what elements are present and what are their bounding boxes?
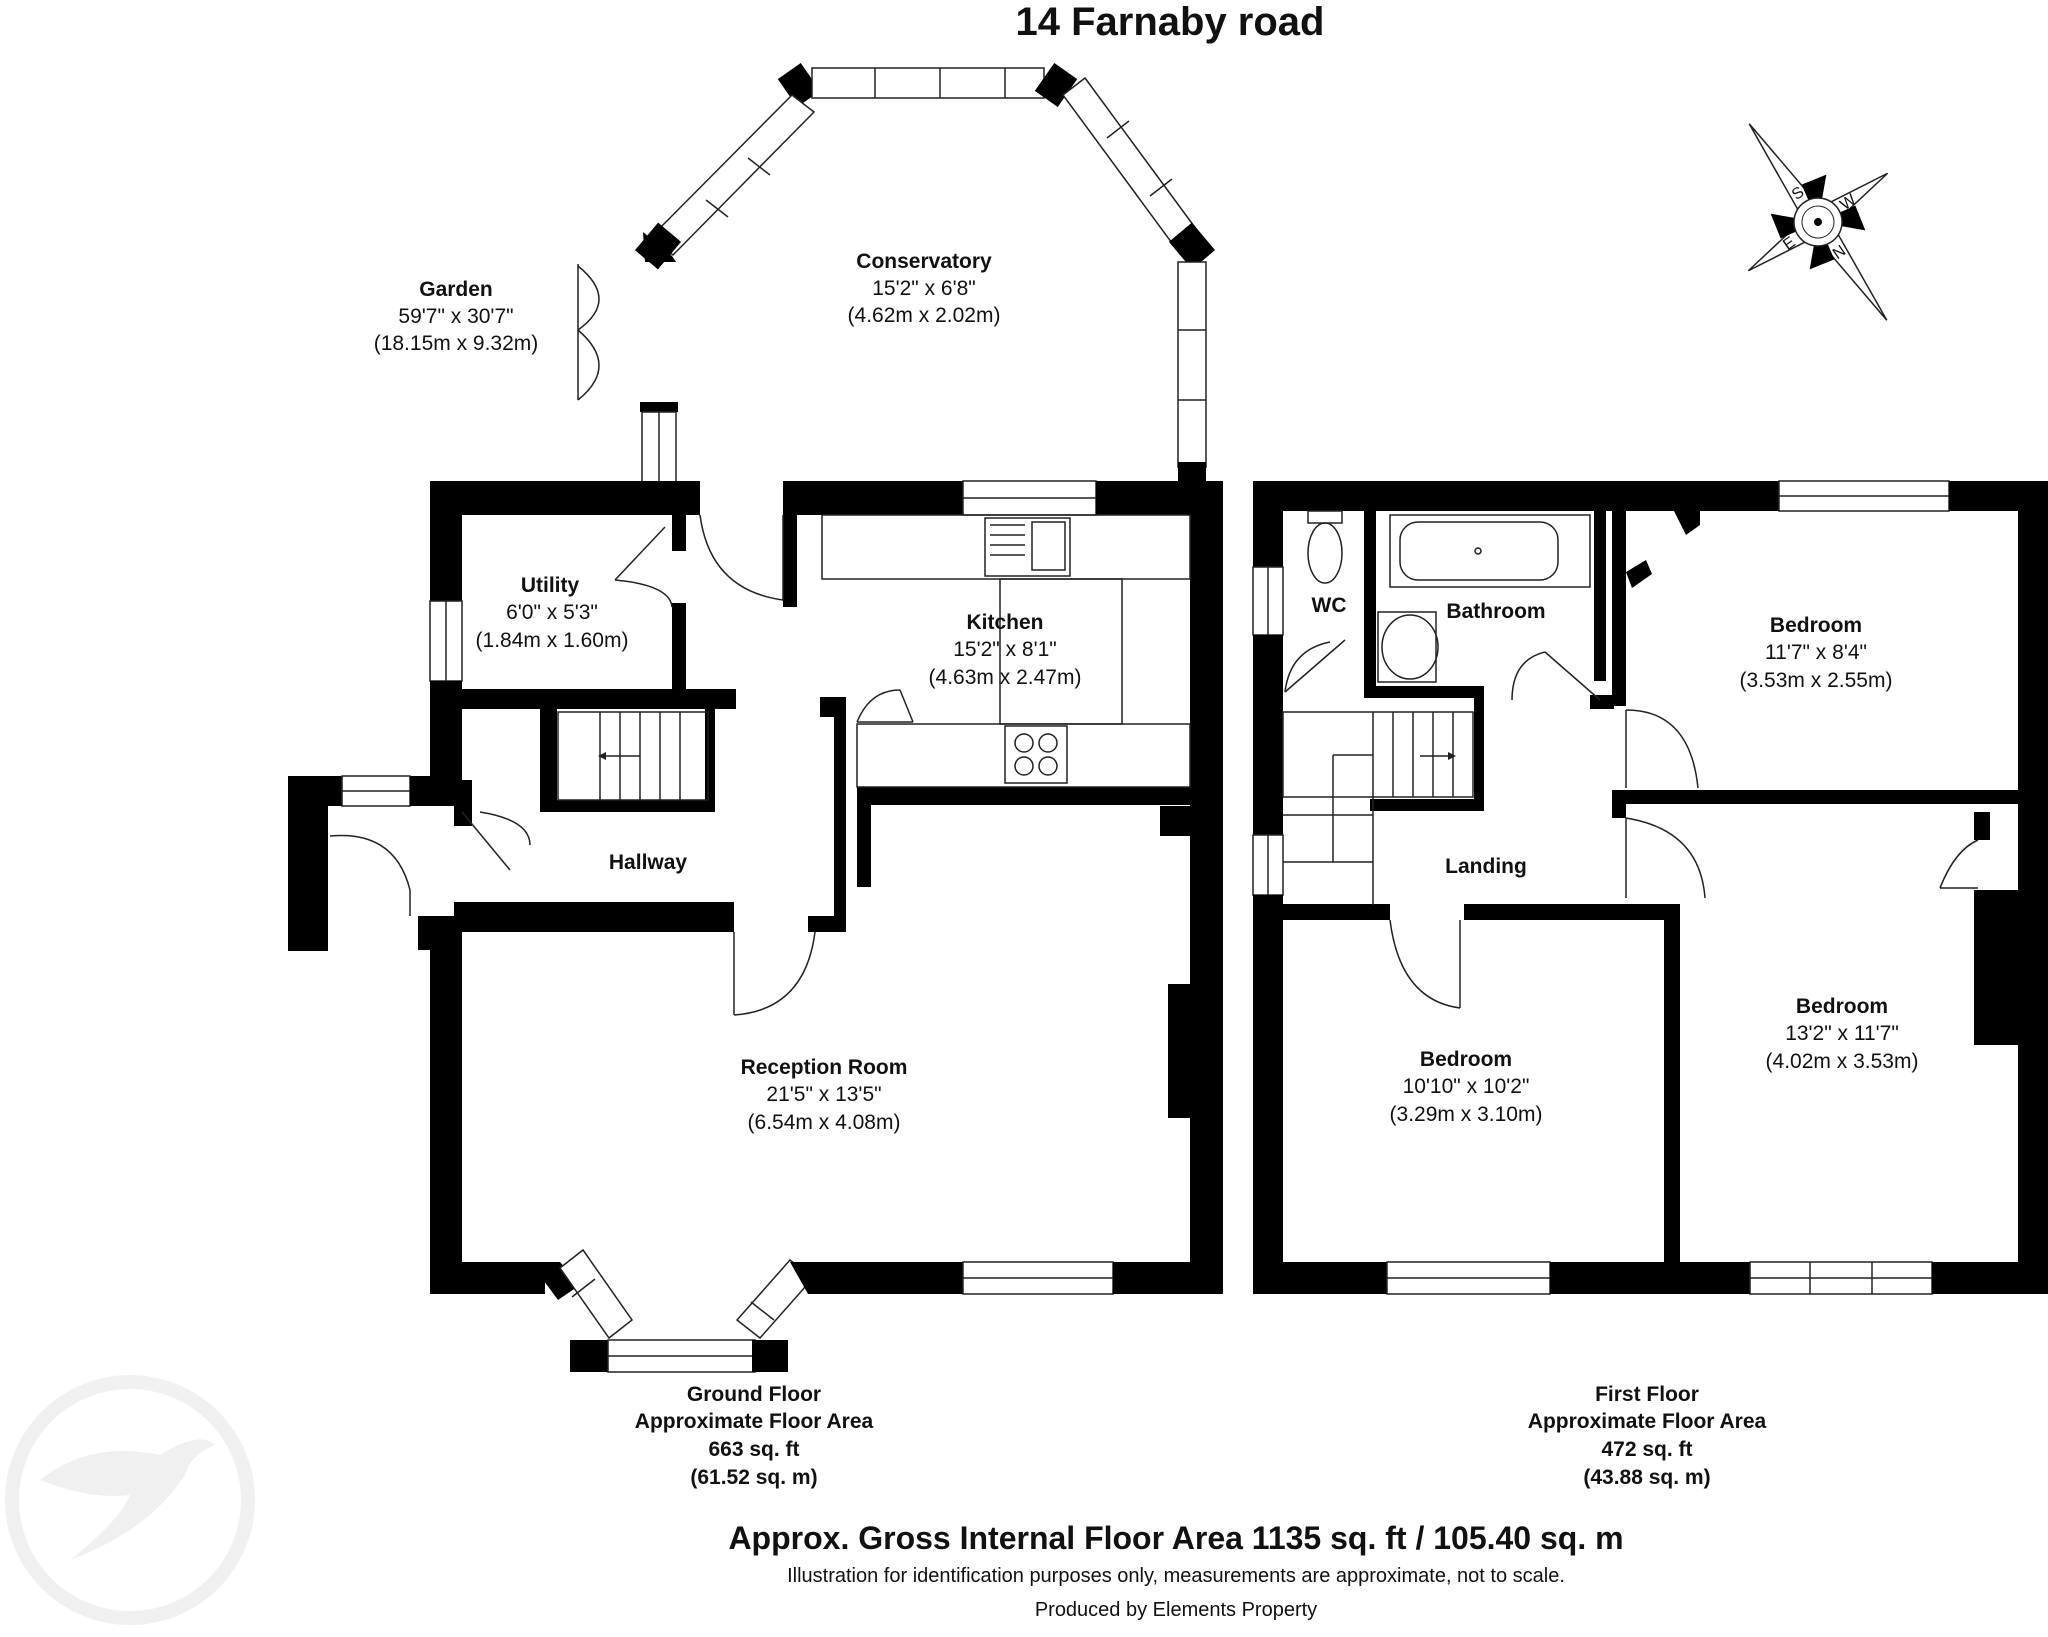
room-bedroom-3: Bedroom 10'10" x 10'2" (3.29m x 3.10m) xyxy=(1390,1048,1543,1126)
area-line: (61.52 sq. m) xyxy=(690,1466,817,1489)
room-kitchen: Kitchen 15'2" x 8'1" (4.63m x 2.47m) xyxy=(929,611,1082,689)
room-dim-imperial: 15'2" x 8'1" xyxy=(953,638,1057,661)
area-line: Approximate Floor Area xyxy=(1528,1410,1767,1433)
area-line: (43.88 sq. m) xyxy=(1583,1466,1710,1489)
room-bathroom: Bathroom xyxy=(1446,600,1545,623)
room-dim-imperial: 13'2" x 11'7" xyxy=(1785,1022,1899,1045)
room-dim-imperial: 15'2" x 6'8" xyxy=(872,277,976,300)
room-name: Utility xyxy=(521,574,580,597)
room-name: Bathroom xyxy=(1446,600,1545,623)
area-line: First Floor xyxy=(1595,1383,1699,1406)
room-name: Landing xyxy=(1445,855,1527,878)
room-garden: Garden 59'7" x 30'7" (18.15m x 9.32m) xyxy=(374,278,539,355)
room-dim-metric: (4.63m x 2.47m) xyxy=(929,666,1082,689)
room-dim-metric: (4.02m x 3.53m) xyxy=(1766,1050,1919,1073)
producer-credit: Produced by Elements Property xyxy=(1035,1599,1317,1621)
room-dim-metric: (18.15m x 9.32m) xyxy=(374,332,539,355)
room-name: Conservatory xyxy=(856,250,992,273)
area-line: 663 sq. ft xyxy=(708,1438,799,1461)
room-dim-imperial: 21'5" x 13'5" xyxy=(766,1083,881,1106)
room-dim-imperial: 11'7" x 8'4" xyxy=(1765,641,1867,664)
room-dim-metric: (6.54m x 4.08m) xyxy=(748,1111,901,1134)
plan-title: 14 Farnaby road xyxy=(1015,0,1324,44)
disclaimer: Illustration for identification purposes… xyxy=(787,1565,1565,1587)
room-bedroom-2: Bedroom 13'2" x 11'7" (4.02m x 3.53m) xyxy=(1766,995,1919,1073)
room-utility: Utility 6'0" x 5'3" (1.84m x 1.60m) xyxy=(476,574,629,652)
room-name: Reception Room xyxy=(741,1056,908,1079)
gross-area: Approx. Gross Internal Floor Area 1135 s… xyxy=(728,1520,1623,1556)
room-landing: Landing xyxy=(1445,855,1527,878)
room-dim-imperial: 59'7" x 30'7" xyxy=(398,305,513,328)
room-hallway: Hallway xyxy=(609,851,688,874)
first-floor-walls xyxy=(1252,480,2048,1295)
room-name: WC xyxy=(1312,594,1347,617)
room-name: Bedroom xyxy=(1770,614,1862,637)
room-bedroom-1: Bedroom 11'7" x 8'4" (3.53m x 2.55m) xyxy=(1740,614,1893,692)
room-dim-metric: (1.84m x 1.60m) xyxy=(476,629,629,652)
room-dim-metric: (3.53m x 2.55m) xyxy=(1740,669,1893,692)
room-name: Hallway xyxy=(609,851,688,874)
room-name: Bedroom xyxy=(1420,1048,1512,1071)
room-dim-metric: (4.62m x 2.02m) xyxy=(848,304,1001,327)
first-floor-fixtures xyxy=(1282,510,1979,1009)
room-name: Garden xyxy=(419,278,493,301)
area-line: Approximate Floor Area xyxy=(635,1410,874,1433)
ground-floor-area: Ground Floor Approximate Floor Area 663 … xyxy=(635,1383,874,1489)
compass-rose-icon: S N E W xyxy=(1747,123,1889,321)
ground-floor-walls xyxy=(288,63,1223,1373)
room-dim-metric: (3.29m x 3.10m) xyxy=(1390,1103,1543,1126)
room-wc: WC xyxy=(1312,594,1347,617)
area-line: Ground Floor xyxy=(687,1383,821,1406)
first-floor-area: First Floor Approximate Floor Area 472 s… xyxy=(1528,1383,1767,1489)
room-conservatory: Conservatory 15'2" x 6'8" (4.62m x 2.02m… xyxy=(848,250,1001,327)
room-reception: Reception Room 21'5" x 13'5" (6.54m x 4.… xyxy=(741,1056,908,1134)
room-dim-imperial: 6'0" x 5'3" xyxy=(506,601,598,624)
room-name: Kitchen xyxy=(966,611,1043,634)
ground-floor-fixtures xyxy=(329,264,1191,1016)
area-line: 472 sq. ft xyxy=(1601,1438,1692,1461)
room-dim-imperial: 10'10" x 10'2" xyxy=(1403,1075,1530,1098)
bird-logo-icon xyxy=(5,1375,255,1625)
room-name: Bedroom xyxy=(1796,995,1888,1018)
